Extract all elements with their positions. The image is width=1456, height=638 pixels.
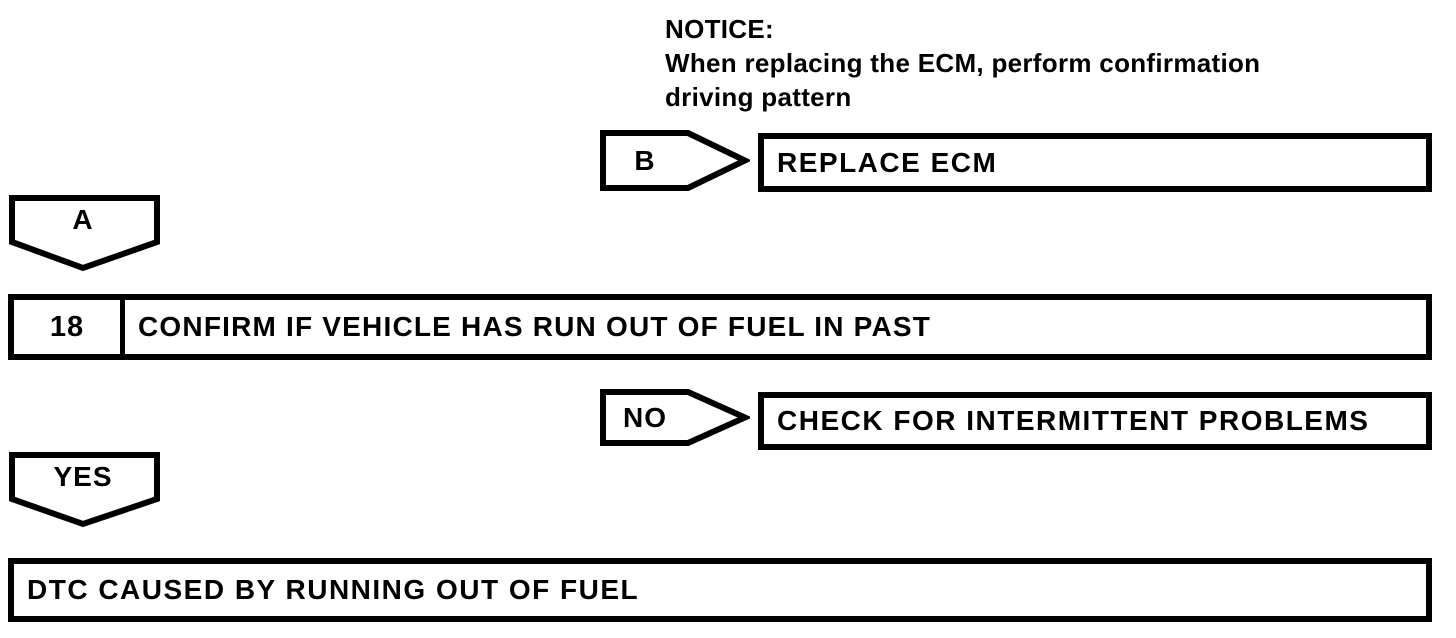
notice-line-2: driving pattern (665, 82, 852, 112)
notice-block: NOTICE: When replacing the ECM, perform … (665, 12, 1260, 114)
notice-heading: NOTICE: (665, 14, 774, 44)
connector-yes-label: YES (53, 461, 113, 492)
dtc-result-box: DTC CAUSED BY RUNNING OUT OF FUEL (8, 558, 1432, 622)
right-arrow-pentagon-shape (600, 389, 750, 446)
connector-no-label: NO (623, 401, 667, 433)
connector-b-label: B (634, 144, 656, 176)
step-title: CONFIRM IF VEHICLE HAS RUN OUT OF FUEL I… (138, 311, 932, 342)
check-intermittent-box: CHECK FOR INTERMITTENT PROBLEMS (758, 392, 1432, 450)
step-number: 18 (14, 300, 125, 354)
notice-line-1: When replacing the ECM, perform confirma… (665, 48, 1261, 78)
replace-ecm-label: REPLACE ECM (777, 146, 998, 178)
down-arrow-pentagon-shape (9, 452, 160, 528)
dtc-result-label: DTC CAUSED BY RUNNING OUT OF FUEL (27, 574, 640, 605)
right-arrow-pentagon-shape (600, 130, 750, 191)
check-intermittent-label: CHECK FOR INTERMITTENT PROBLEMS (777, 405, 1370, 436)
step-18-box: 18 CONFIRM IF VEHICLE HAS RUN OUT OF FUE… (8, 294, 1432, 360)
down-arrow-pentagon-shape (9, 195, 160, 272)
replace-ecm-box: REPLACE ECM (758, 133, 1432, 192)
connector-a-label: A (72, 204, 94, 235)
